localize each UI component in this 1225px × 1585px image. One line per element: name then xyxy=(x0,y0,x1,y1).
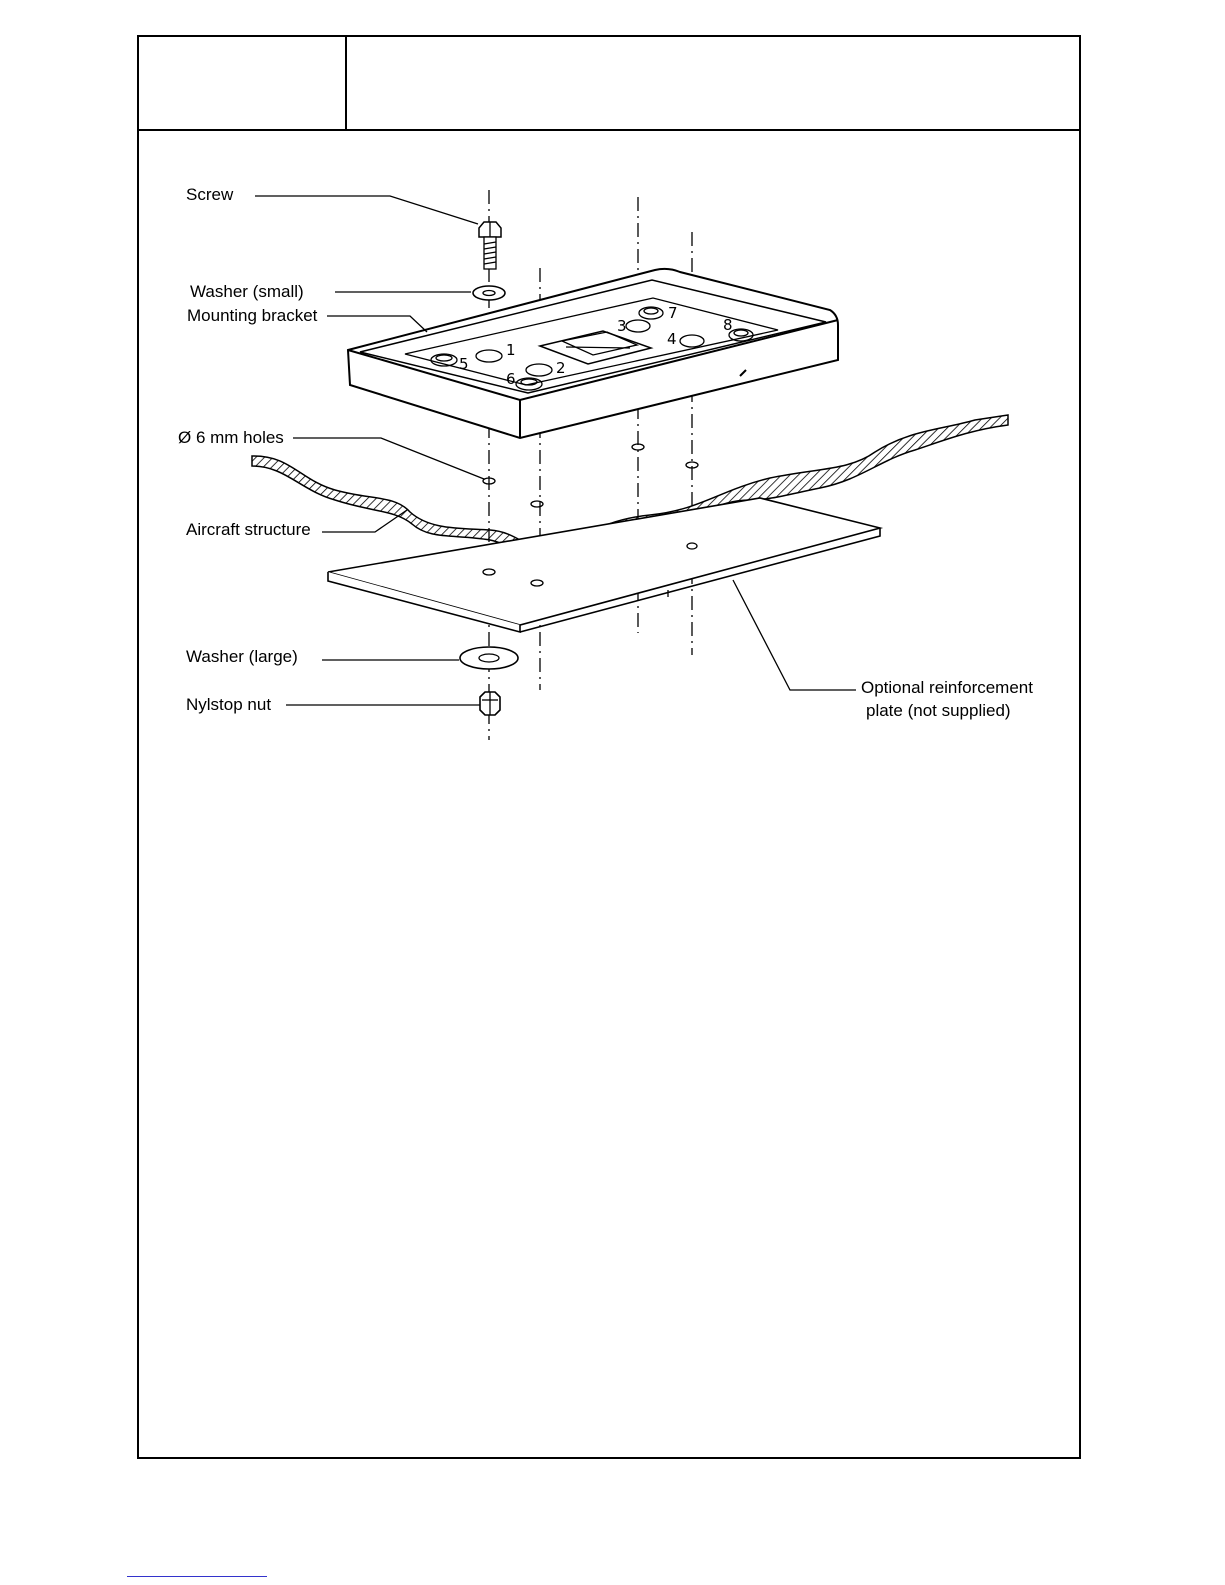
hole-number: 6 xyxy=(506,370,516,388)
hole-number: 8 xyxy=(723,316,733,334)
hole-number: 4 xyxy=(667,330,677,348)
screw xyxy=(479,222,501,269)
hole-number: 5 xyxy=(459,355,469,373)
structure-holes xyxy=(483,444,698,507)
label-screw: Screw xyxy=(186,185,234,204)
nylstop-nut xyxy=(480,692,500,715)
label-mounting-bracket: Mounting bracket xyxy=(187,306,318,325)
hole-number: 2 xyxy=(556,359,566,377)
label-reinforcement-line2: plate (not supplied) xyxy=(866,701,1011,720)
label-aircraft-structure: Aircraft structure xyxy=(186,520,311,539)
hole-number: 7 xyxy=(668,304,678,322)
washer-large xyxy=(460,647,518,669)
label-washer-small: Washer (small) xyxy=(190,282,304,301)
label-washer-large: Washer (large) xyxy=(186,647,298,666)
hole-number: 3 xyxy=(617,317,627,335)
mounting-bracket xyxy=(348,269,838,438)
leader-lines xyxy=(255,196,856,705)
hole-number: 1 xyxy=(506,341,516,359)
label-reinforcement-line1: Optional reinforcement xyxy=(861,678,1033,697)
label-nylstop-nut: Nylstop nut xyxy=(186,695,271,714)
label-holes: Ø 6 mm holes xyxy=(178,428,284,447)
washer-small xyxy=(473,286,505,300)
